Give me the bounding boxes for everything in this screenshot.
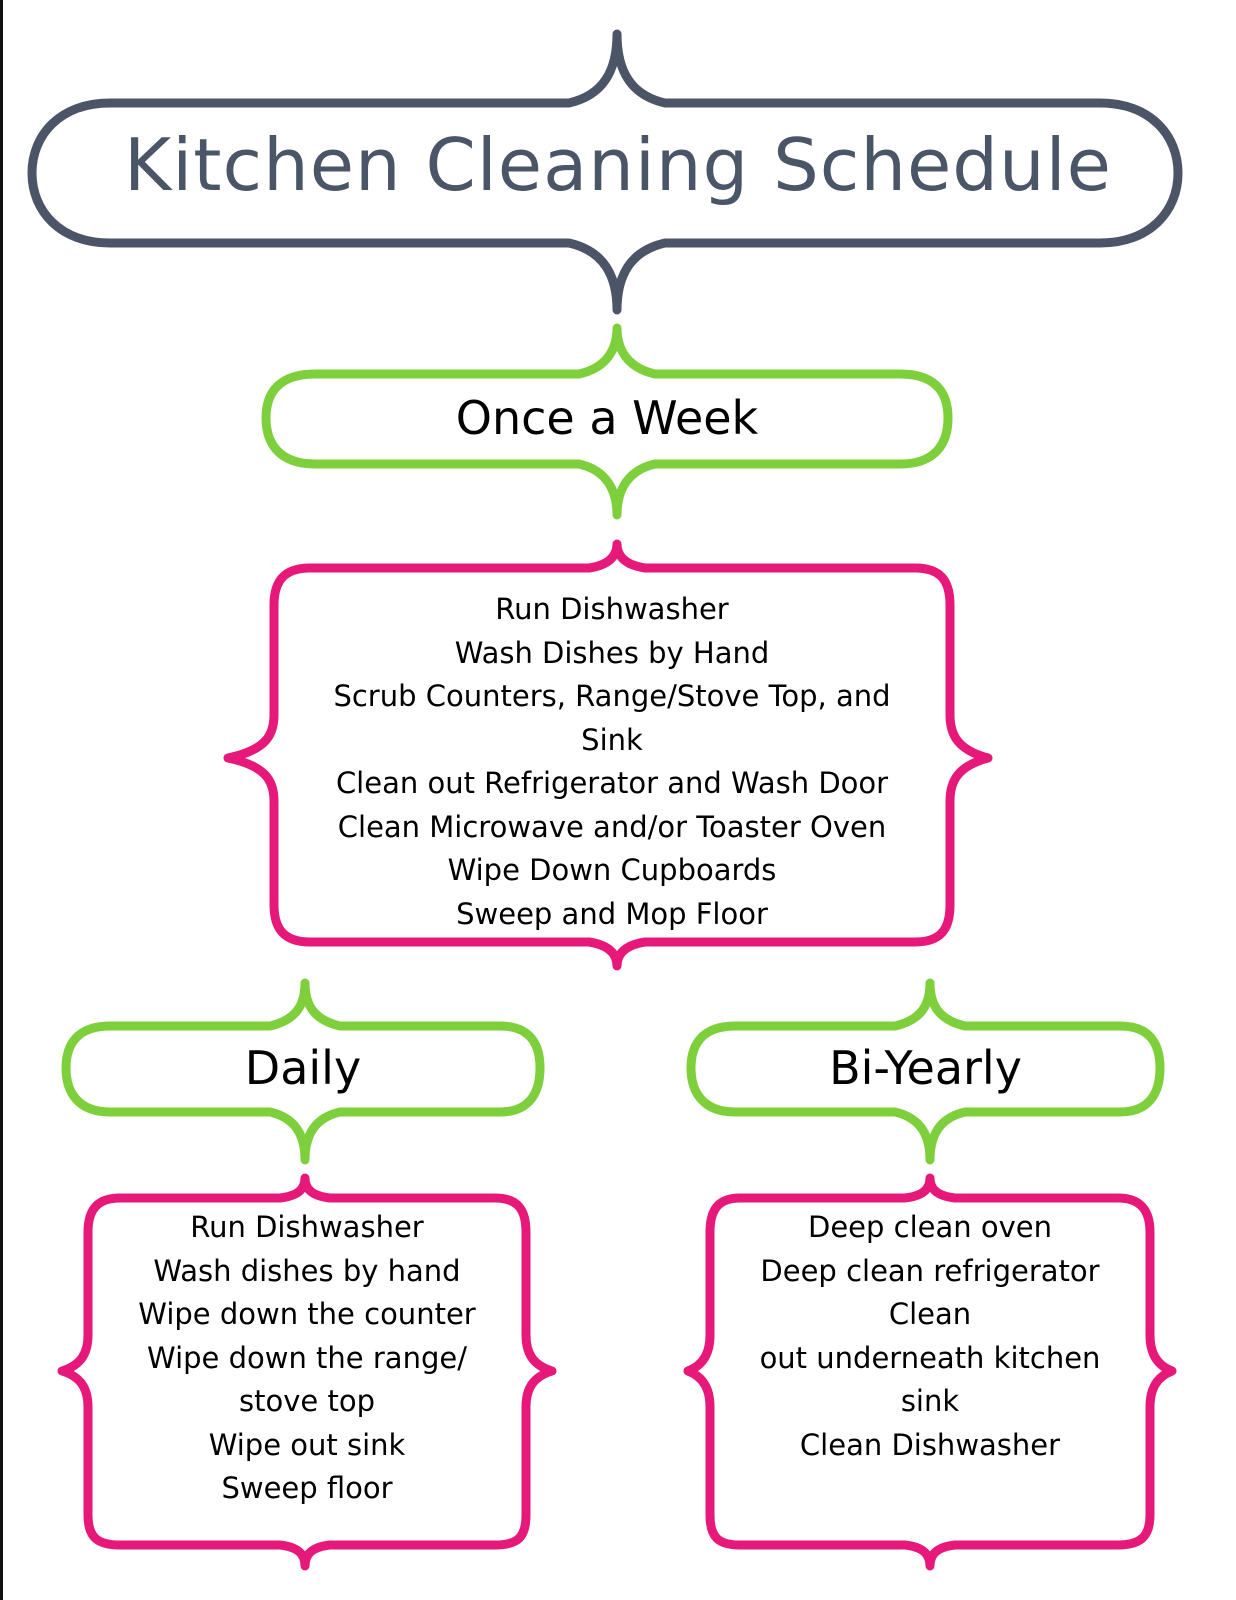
list-item: Sweep floor (221, 1471, 393, 1505)
list-item: Sweep and Mop Floor (456, 896, 768, 931)
title-frame (27, 29, 1183, 315)
weekly-header-frame (261, 323, 953, 520)
biyearly-list-frame (683, 1173, 1177, 1571)
list-item: Wipe down the counter (138, 1297, 476, 1331)
list-item: Run Dishwasher (190, 1210, 424, 1244)
list-item: Wash Dishes by Hand (454, 635, 770, 670)
list-item: sink (900, 1384, 960, 1418)
list-item: Sink (581, 722, 643, 757)
page-left-border (0, 0, 3, 1600)
list-item: Deep clean oven (808, 1210, 1052, 1244)
daily-list-frame (57, 1173, 557, 1571)
weekly-list-frame (223, 539, 993, 971)
page-title: Kitchen Cleaning Schedule (124, 123, 1112, 207)
list-item: Deep clean refrigerator (760, 1253, 1100, 1288)
biyearly-header-frame (686, 978, 1165, 1165)
list-item: stove top (239, 1384, 375, 1418)
weekly-task-list: Run Dishwasher Wash Dishes by Hand Scrub… (274, 588, 950, 936)
list-item: Clean out Refrigerator and Wash Door (335, 766, 889, 800)
daily-task-list: Run Dishwasher Wash dishes by hand Wipe … (88, 1206, 526, 1511)
list-item: Wipe down the range/ (147, 1340, 467, 1375)
list-item: Wipe out sink (208, 1427, 406, 1462)
list-item: Scrub Counters, Range/Stove Top, and (333, 679, 891, 713)
daily-header-frame (61, 978, 545, 1165)
list-item: Run Dishwasher (495, 592, 729, 626)
weekly-header-label: Once a Week (455, 391, 759, 445)
list-item: Wash dishes by hand (153, 1253, 461, 1288)
daily-header-label: Daily (244, 1041, 362, 1095)
list-item: Clean Microwave and/or Toaster Oven (337, 809, 887, 844)
list-item: Clean (888, 1297, 972, 1331)
list-item: out underneath kitchen (759, 1340, 1101, 1375)
list-item: Clean Dishwasher (799, 1427, 1061, 1462)
biyearly-header-label: Bi-Yearly (829, 1041, 1022, 1095)
biyearly-task-list: Deep clean oven Deep clean refrigerator … (710, 1206, 1150, 1467)
list-item: Wipe Down Cupboards (447, 853, 777, 887)
